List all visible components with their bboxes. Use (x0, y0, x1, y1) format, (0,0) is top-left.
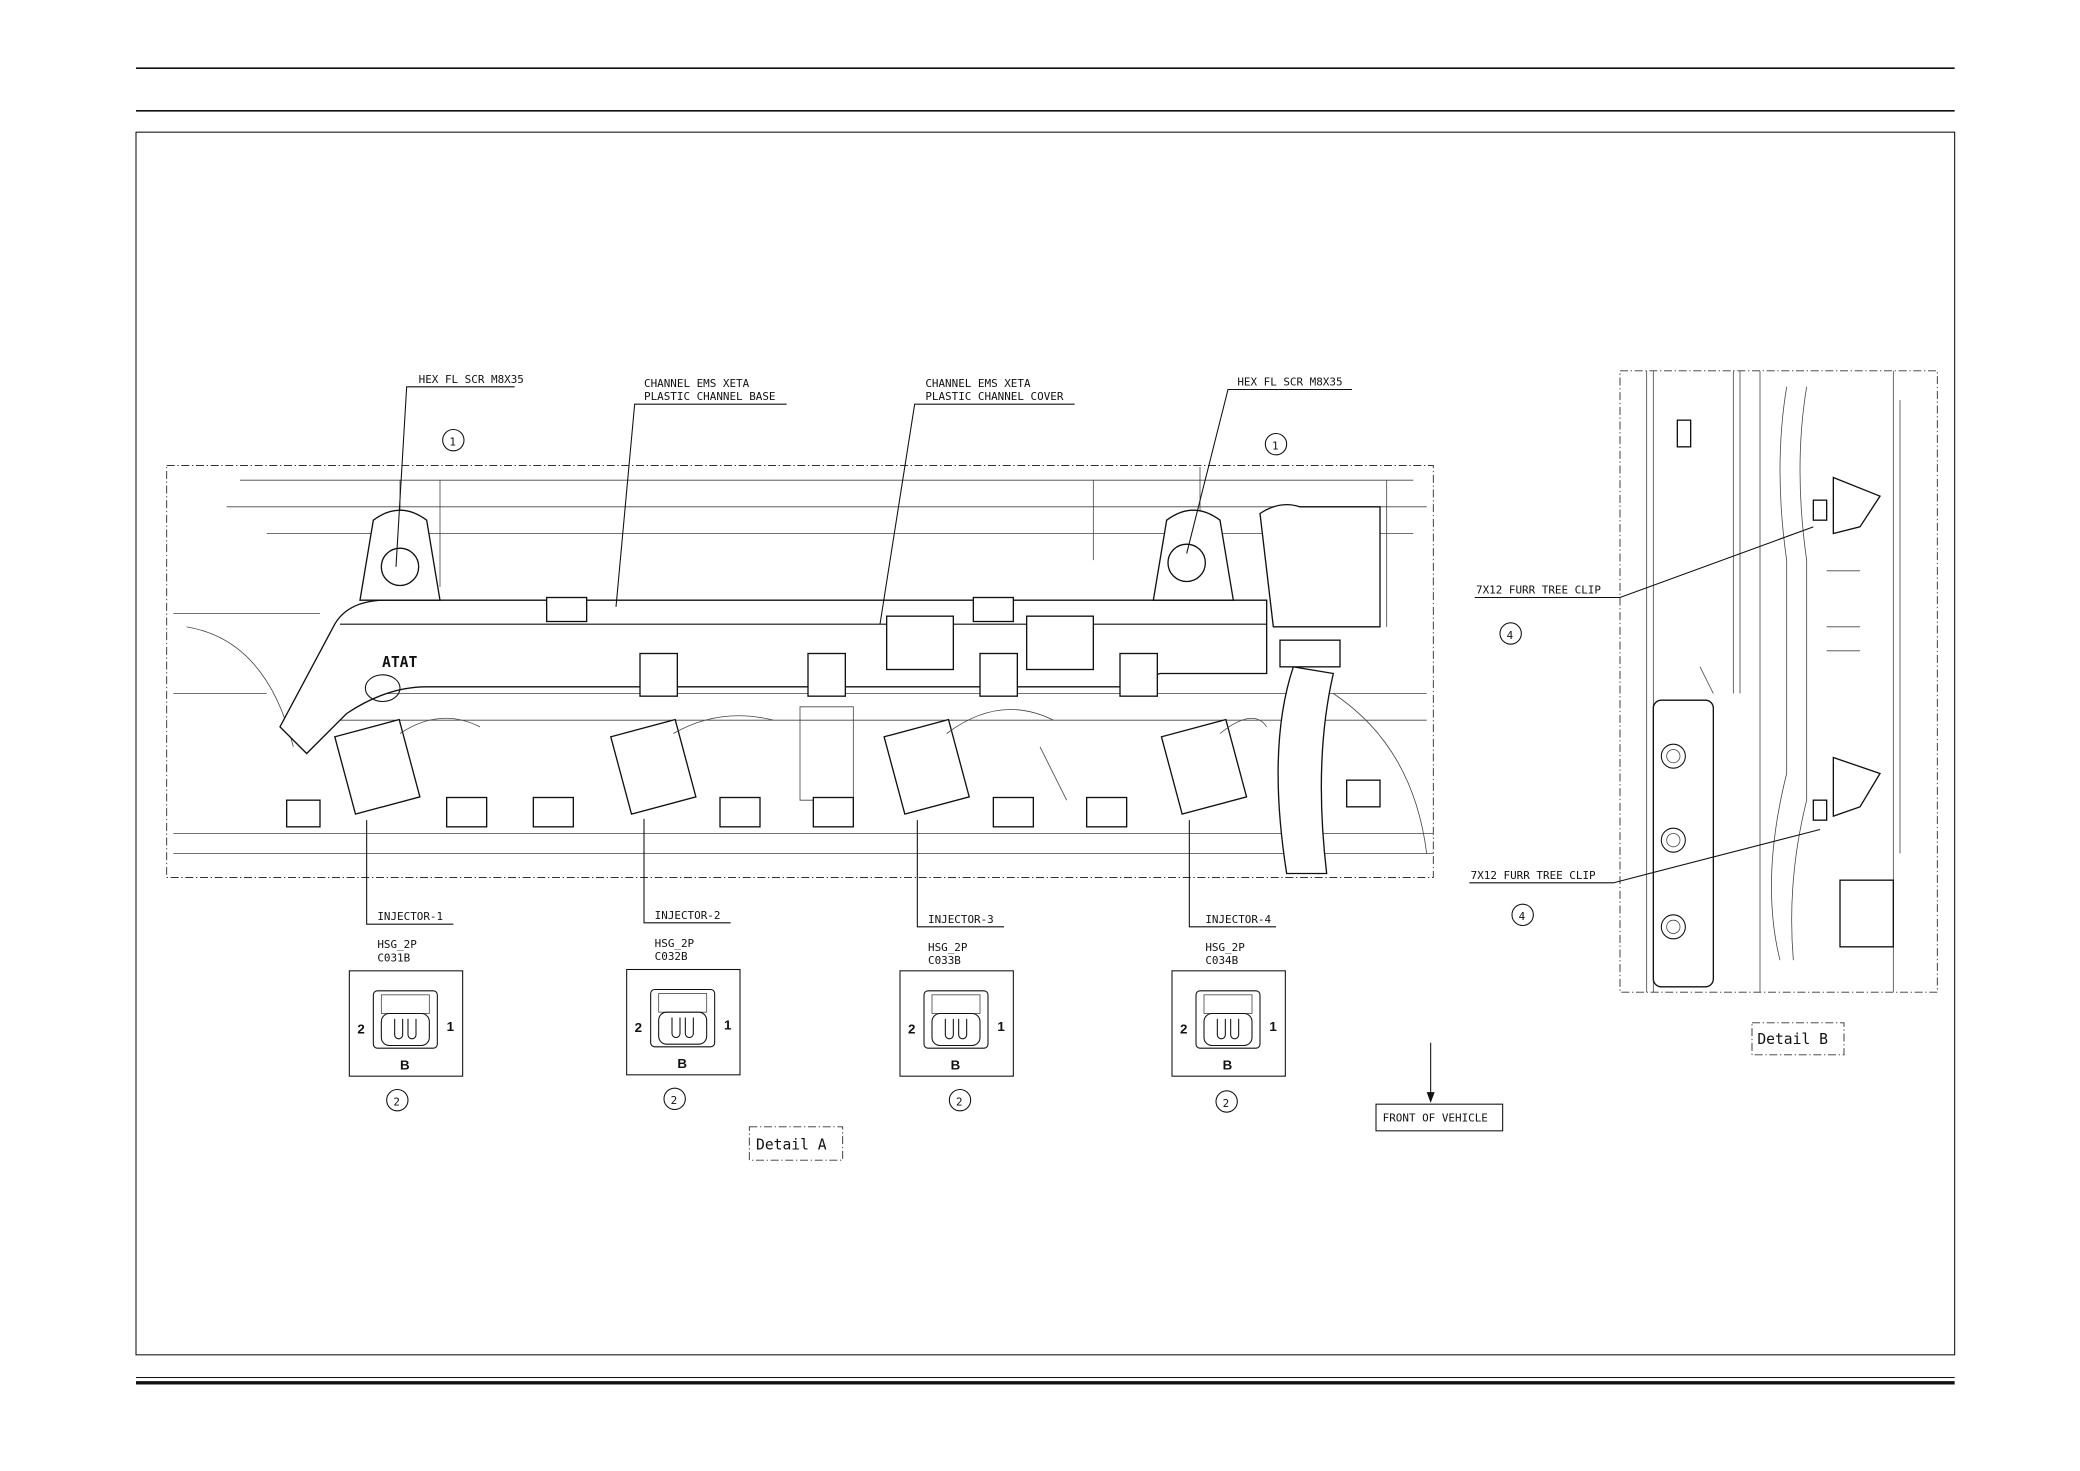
svg-text:HSG_2P: HSG_2P (377, 938, 417, 951)
injector-2: INJECTOR-2 HSG_2P C032B 2 1 B 2 (626, 818, 741, 1111)
svg-text:C032B: C032B (655, 950, 688, 963)
callout-furr-tree-clip-lower: 7X12 FURR TREE CLIP 4 (1469, 828, 1821, 927)
item-number: 2 (1223, 1097, 1230, 1110)
svg-text:INJECTOR-2: INJECTOR-2 (655, 909, 721, 922)
svg-text:7X12 FURR TREE CLIP: 7X12 FURR TREE CLIP (1476, 584, 1601, 597)
svg-text:C034B: C034B (1205, 954, 1238, 967)
item-number: 2 (393, 1096, 400, 1109)
injector-3: INJECTOR-3 HSG_2P C033B 2 1 B 2 (899, 820, 1014, 1112)
svg-text:B: B (400, 1058, 410, 1073)
item-number: 4 (1507, 629, 1514, 642)
arrow-down-icon (1426, 1092, 1435, 1103)
svg-text:C033B: C033B (928, 954, 961, 967)
svg-text:7X12 FURR TREE CLIP: 7X12 FURR TREE CLIP (1471, 869, 1596, 882)
callout-channel-base: CHANNEL EMS XETA PLASTIC CHANNEL BASE (615, 377, 787, 607)
connector-face: 2 1 B (899, 970, 1014, 1077)
svg-text:C031B: C031B (377, 952, 410, 965)
svg-text:HSG_2P: HSG_2P (1205, 941, 1245, 954)
svg-text:1: 1 (997, 1019, 1005, 1034)
svg-text:HSG_2P: HSG_2P (928, 941, 968, 954)
item-number: 2 (671, 1094, 678, 1107)
drawing-frame (135, 131, 1956, 1356)
svg-text:PLASTIC CHANNEL COVER: PLASTIC CHANNEL COVER (925, 390, 1064, 403)
svg-text:2: 2 (1180, 1022, 1187, 1037)
item-number: 4 (1519, 910, 1526, 923)
injector-1: INJECTOR-1 HSG_2P C031B 2 1 B 2 (348, 820, 464, 1112)
callout-channel-cover: CHANNEL EMS XETA PLASTIC CHANNEL COVER (879, 377, 1075, 625)
svg-text:1: 1 (1269, 1019, 1277, 1034)
detail-b-view (1619, 370, 1938, 993)
svg-text:CHANNEL EMS XETA: CHANNEL EMS XETA (925, 377, 1031, 390)
detail-a-label: Detail A (748, 1126, 844, 1161)
svg-text:Detail A: Detail A (756, 1137, 827, 1154)
injector-4: INJECTOR-4 HSG_2P C034B 2 1 B 2 (1171, 820, 1286, 1113)
svg-text:INJECTOR-3: INJECTOR-3 (928, 913, 994, 926)
item-number: 1 (449, 436, 456, 449)
svg-text:1: 1 (447, 1019, 455, 1034)
svg-text:1: 1 (724, 1018, 732, 1033)
connector-face: 2 1 B (1171, 970, 1286, 1077)
callout-hex-screw-left: HEX FL SCR M8X35 1 (395, 373, 524, 567)
svg-text:2: 2 (908, 1022, 915, 1037)
connector-face: 2 1 B (626, 968, 741, 1076)
svg-text:CHANNEL EMS XETA: CHANNEL EMS XETA (644, 377, 750, 390)
detail-a-view: TATA (166, 465, 1434, 878)
svg-text:INJECTOR-1: INJECTOR-1 (377, 910, 443, 923)
item-number: 2 (956, 1096, 963, 1109)
connector-face: 2 1 B (348, 970, 464, 1077)
item-number: 1 (1272, 440, 1279, 453)
svg-text:HSG_2P: HSG_2P (655, 937, 695, 950)
svg-text:TATA: TATA (382, 654, 417, 671)
svg-text:HEX FL SCR M8X35: HEX FL SCR M8X35 (419, 373, 524, 386)
svg-text:PLASTIC CHANNEL BASE: PLASTIC CHANNEL BASE (644, 390, 776, 403)
front-of-vehicle-indicator: FRONT OF VEHICLE (1375, 1042, 1504, 1132)
detail-b-label: Detail B (1751, 1022, 1845, 1056)
tata-logo: TATA (364, 654, 417, 703)
svg-text:Detail B: Detail B (1757, 1031, 1828, 1048)
svg-text:B: B (951, 1058, 961, 1073)
svg-text:B: B (677, 1056, 687, 1071)
svg-text:FRONT OF VEHICLE: FRONT OF VEHICLE (1383, 1112, 1488, 1125)
svg-text:HEX FL SCR M8X35: HEX FL SCR M8X35 (1237, 376, 1342, 389)
svg-text:B: B (1223, 1058, 1233, 1073)
callout-furr-tree-clip-upper: 7X12 FURR TREE CLIP 4 (1474, 526, 1814, 645)
svg-text:2: 2 (357, 1022, 364, 1037)
svg-text:2: 2 (635, 1020, 642, 1035)
svg-text:INJECTOR-4: INJECTOR-4 (1205, 913, 1271, 926)
callout-hex-screw-right: HEX FL SCR M8X35 1 (1186, 376, 1352, 554)
